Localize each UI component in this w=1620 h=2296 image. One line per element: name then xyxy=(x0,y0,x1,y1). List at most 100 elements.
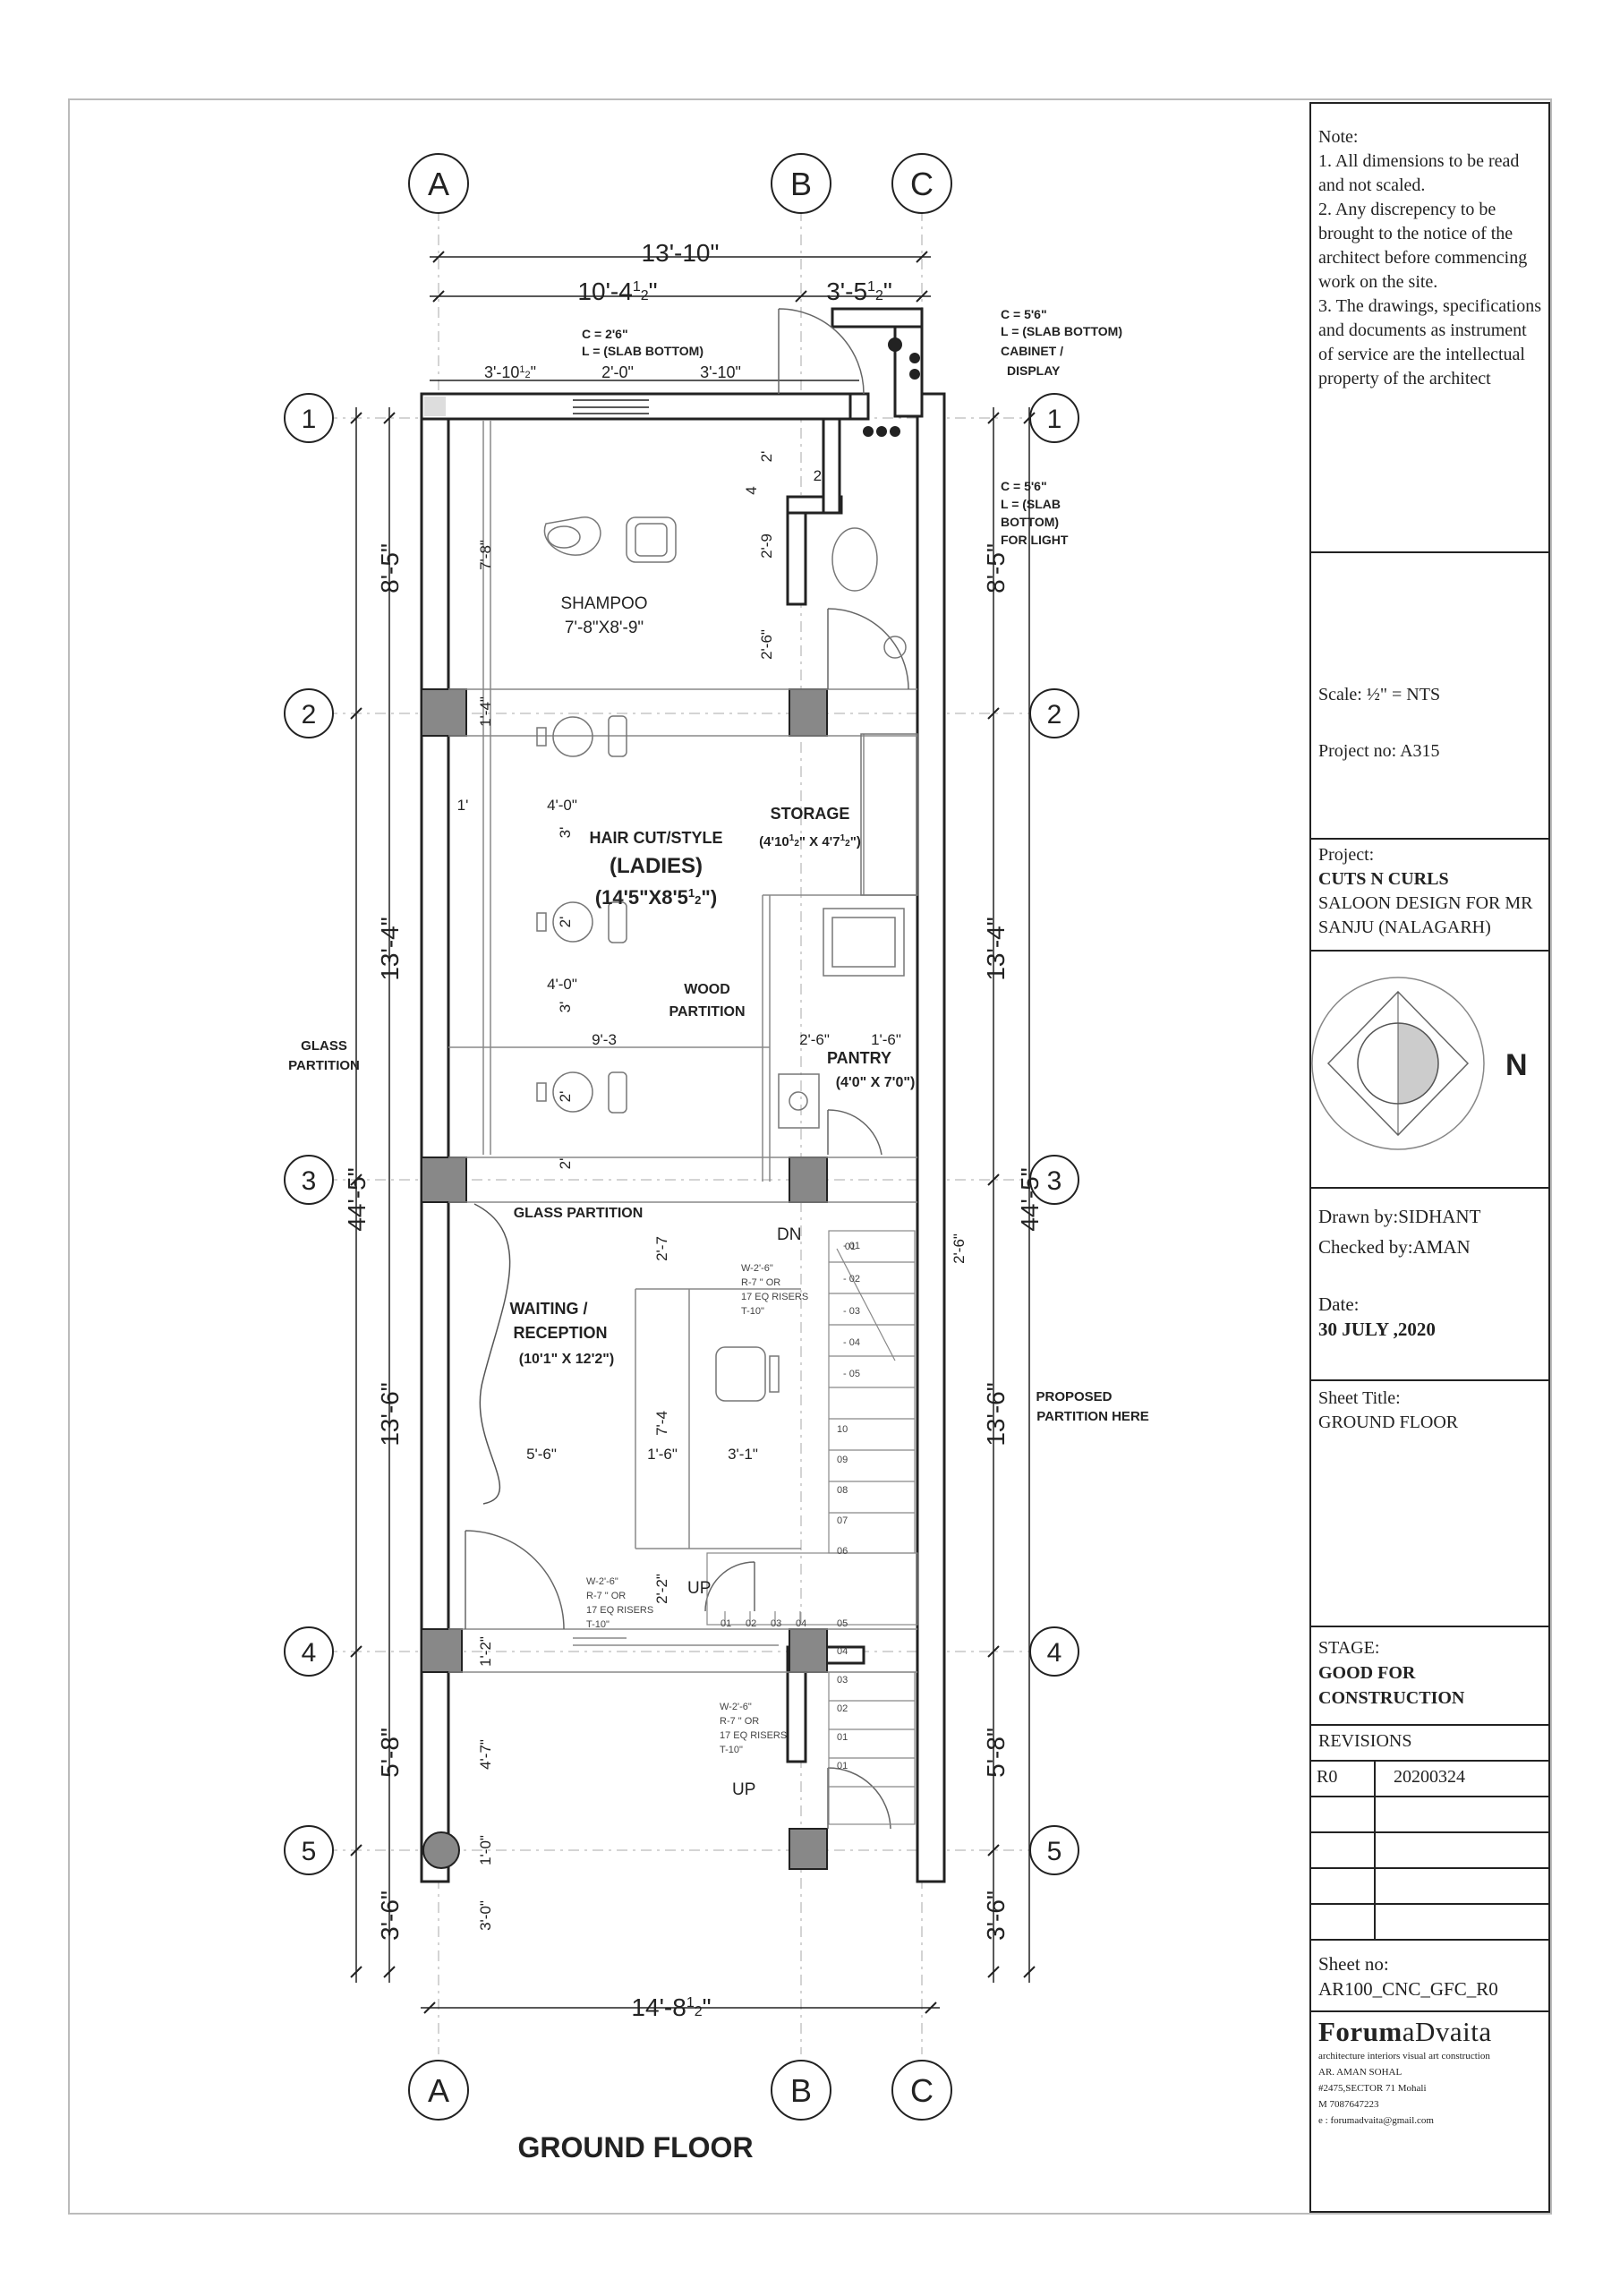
dim-right-4: 5'-8" xyxy=(982,1728,1010,1778)
dim-inner: 2'-6" xyxy=(951,1233,968,1264)
grid-row-3-left: 3 xyxy=(302,1166,317,1196)
glass-partition-side-2: PARTITION xyxy=(288,1058,360,1073)
stair-landing-02: 02 xyxy=(746,1618,756,1629)
dim-inner: 7'-8" xyxy=(477,540,494,570)
sheet-title-section: Sheet Title: GROUND FLOOR xyxy=(1311,1381,1548,1627)
note-2: 2. Any discrepency to be brought to the … xyxy=(1318,200,1528,292)
svg-text:- 01: - 01 xyxy=(843,1241,860,1251)
project-heading: Project: xyxy=(1318,845,1375,865)
sheet-no-section: Sheet no: AR100_CNC_GFC_R0 xyxy=(1311,1941,1548,2012)
partitions xyxy=(448,421,917,1673)
firm-address: #2475,SECTOR 71 Mohali xyxy=(1318,2083,1427,2094)
callout-c3: C = 5'6" xyxy=(1001,479,1047,493)
proposed-partition-2: PARTITION HERE xyxy=(1036,1409,1149,1424)
north-section: N xyxy=(1311,952,1548,1189)
room-storage-size: (4'1012" X 4'712") xyxy=(759,833,861,849)
dim-inner: 4 xyxy=(743,486,760,494)
grid-col-b-bottom: B xyxy=(790,2072,812,2109)
callout-c3: FOR LIGHT xyxy=(1001,533,1069,547)
dim-inner: 3'-1" xyxy=(728,1446,758,1463)
stair-note: R-7 " OR xyxy=(741,1277,780,1288)
stair-step-08: 08 xyxy=(837,1485,848,1496)
drawn-by: Drawn by:SIDHANT xyxy=(1318,1206,1481,1227)
project-section: Project: CUTS N CURLS SALOON DESIGN FOR … xyxy=(1311,840,1548,952)
stage-section: STAGE: GOOD FOR CONSTRUCTION xyxy=(1311,1627,1548,1726)
dim-inner: 2'-9 xyxy=(758,533,775,559)
revision-row-empty xyxy=(1311,1869,1548,1905)
dim-top-overall: 13'-10" xyxy=(642,239,720,267)
grid-col-c-top: C xyxy=(910,166,934,202)
north-arrow-icon: N xyxy=(1311,977,1528,1150)
callout-c1: C = 2'6" xyxy=(582,327,628,341)
stair-dn: DN xyxy=(777,1225,801,1244)
dim-inner: 2' xyxy=(814,467,825,484)
dim-left-3: 13'-6" xyxy=(376,1382,404,1446)
dim-win-1: 3'-1012" xyxy=(484,363,536,381)
date: 30 JULY ,2020 xyxy=(1318,1319,1436,1340)
dim-inner: 2' xyxy=(758,451,775,463)
dim-inner: 2' xyxy=(557,917,574,928)
dim-top-right: 3'-512" xyxy=(826,277,892,305)
grid-col-a-top: A xyxy=(428,166,449,202)
callout-c2: L = (SLAB BOTTOM) xyxy=(1001,324,1122,338)
grid-row-1-right: 1 xyxy=(1047,405,1062,434)
callout-c2: CABINET / xyxy=(1001,344,1063,358)
grid-row-2-left: 2 xyxy=(302,700,317,730)
stair-note-2: 17 EQ RISERS xyxy=(586,1605,653,1616)
svg-text:- 03: - 03 xyxy=(843,1306,860,1317)
room-haircut: HAIR CUT/STYLE xyxy=(589,829,722,847)
dim-left-5: 3'-6" xyxy=(376,1891,404,1941)
stair-note: T-10" xyxy=(741,1306,764,1317)
dim-bottom-overall: 14'-812" xyxy=(631,1993,711,2021)
notes-heading: Note: xyxy=(1318,127,1359,147)
dim-inner: 2'-2" xyxy=(653,1574,670,1604)
stage: GOOD FOR CONSTRUCTION xyxy=(1318,1663,1465,1708)
dim-inner: 3' xyxy=(557,1002,574,1013)
room-waiting-size: (10'1" X 12'2") xyxy=(519,1352,614,1367)
title-block: Note: 1. All dimensions to be read and n… xyxy=(1309,102,1550,2213)
stair-flight2-01: 01 xyxy=(837,1761,848,1771)
dim-right-2: 13'-4" xyxy=(982,917,1010,980)
grid-row-5-left: 5 xyxy=(302,1837,317,1866)
callout-c2: DISPLAY xyxy=(1007,363,1061,378)
stair-landing-04: 04 xyxy=(796,1618,806,1629)
dim-inner: 4'-0" xyxy=(547,797,577,814)
stair-landing-05: 05 xyxy=(837,1618,848,1629)
room-shampoo: SHAMPOO xyxy=(560,594,647,613)
callout-c1: L = (SLAB BOTTOM) xyxy=(582,344,703,358)
proposed-partition: PROPOSED xyxy=(1036,1389,1112,1404)
svg-text:- 04: - 04 xyxy=(843,1337,860,1348)
revision-row-empty xyxy=(1311,1833,1548,1869)
grid-row-5-right: 5 xyxy=(1047,1837,1062,1866)
project-name: CUTS N CURLS xyxy=(1318,869,1449,889)
dim-win-2: 2'-0" xyxy=(601,363,634,381)
stair-landing-03: 03 xyxy=(771,1618,781,1629)
revisions-heading: REVISIONS xyxy=(1311,1726,1548,1762)
dim-inner: 2'-7 xyxy=(653,1236,670,1261)
stair-step-09: 09 xyxy=(837,1455,848,1465)
doors xyxy=(465,308,909,1830)
project-description: SALOON DESIGN FOR MR SANJU (NALAGARH) xyxy=(1318,893,1533,937)
stair-flight2-04: 03 xyxy=(837,1675,848,1686)
stair-note-3: T-10" xyxy=(720,1745,743,1755)
dimension-ticks xyxy=(350,251,1036,2014)
checked-by: Checked by:AMAN xyxy=(1318,1236,1471,1258)
dim-inner: 2'-6" xyxy=(799,1031,830,1048)
stair-flight2-05: 04 xyxy=(837,1646,848,1657)
lights-cabinet xyxy=(863,337,920,437)
room-reception: RECEPTION xyxy=(513,1324,607,1342)
dim-left-1: 8'-5" xyxy=(376,543,404,593)
firm-logo: ForumaDvaita xyxy=(1318,2016,1492,2047)
stair-note: 17 EQ RISERS xyxy=(741,1292,808,1302)
stair-step: 01 xyxy=(845,1242,856,1252)
firm-email: e : forumadvaita@gmail.com xyxy=(1318,2115,1434,2126)
callout-c2: C = 5'6" xyxy=(1001,307,1047,321)
sheet-title-heading: Sheet Title: xyxy=(1318,1388,1401,1408)
dim-right-total: 44'-5" xyxy=(1016,1167,1044,1231)
stair-note-2: W-2'-6" xyxy=(586,1576,618,1587)
dim-right-1: 8'-5" xyxy=(982,543,1010,593)
room-pantry-size: (4'0" X 7'0") xyxy=(836,1075,916,1090)
revision-row-empty xyxy=(1311,1797,1548,1833)
dim-inner: 1'-4" xyxy=(477,696,494,727)
